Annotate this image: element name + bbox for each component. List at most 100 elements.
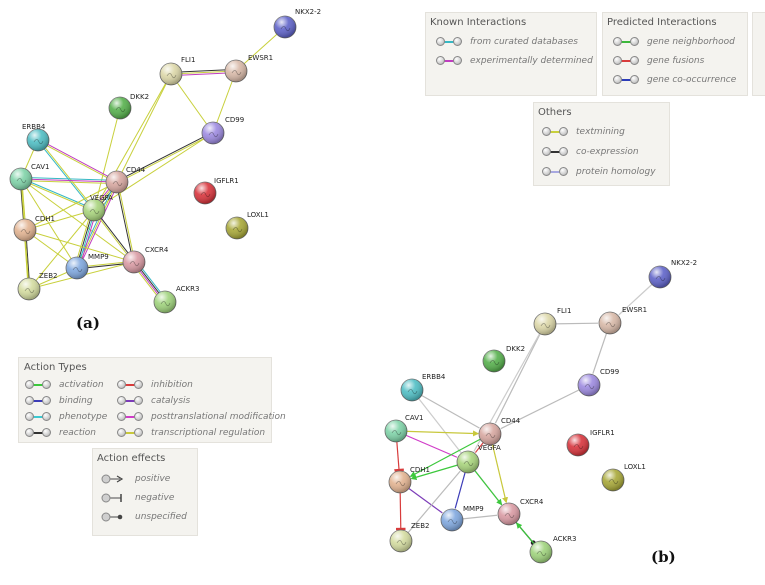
edge-swatch-icon: [542, 127, 568, 137]
edge-swatch-icon: [117, 380, 143, 390]
protein-structure-icon: [280, 26, 291, 32]
protein-structure-icon: [391, 430, 402, 436]
protein-node[interactable]: CAV1: [384, 414, 423, 443]
panel-b-caption: (b): [651, 548, 676, 566]
legend-item-label: phenotype: [59, 412, 108, 422]
network-edge: [38, 139, 96, 210]
legend-row: transcriptional regulation: [117, 426, 265, 440]
protein-node[interactable]: EWSR1: [224, 54, 273, 83]
edge-swatch-icon: [117, 396, 143, 406]
protein-label: EWSR1: [248, 54, 273, 62]
network-edge: [395, 430, 480, 437]
protein-node[interactable]: CXCR4: [122, 246, 169, 274]
protein-node[interactable]: ACKR3: [153, 285, 199, 314]
protein-structure-icon: [129, 261, 140, 267]
network-edge: [400, 470, 461, 542]
protein-label: ZEB2: [411, 522, 429, 530]
edge-swatch-icon: [25, 396, 51, 406]
protein-node[interactable]: CDH1: [388, 466, 430, 494]
legend-predicted-title: Predicted Interactions: [607, 17, 717, 28]
legend-item-label: activation: [59, 380, 104, 390]
protein-node-shine: [567, 434, 589, 456]
protein-node[interactable]: CDH1: [13, 215, 55, 242]
protein-node[interactable]: DKK2: [108, 93, 149, 120]
protein-node-shine: [10, 168, 32, 190]
network-b-edges: [394, 276, 661, 553]
protein-structure-icon: [489, 360, 500, 366]
protein-node-shine: [479, 423, 501, 445]
protein-structure-icon: [584, 384, 595, 390]
protein-node[interactable]: CD44: [105, 166, 146, 194]
legend-item-label: protein homology: [576, 167, 656, 177]
edge-swatch-icon: [542, 167, 568, 177]
protein-node[interactable]: CXCR4: [497, 498, 544, 526]
protein-structure-icon: [24, 288, 35, 294]
protein-label: ERBB4: [22, 123, 46, 131]
protein-node[interactable]: VEGFA: [82, 194, 113, 222]
legend-panel-edge: [752, 12, 765, 96]
protein-node-shine: [66, 257, 88, 279]
legend-predicted-interactions: Predicted Interactions gene neighborhood…: [602, 12, 748, 96]
panel-a-caption: (a): [76, 314, 100, 332]
legend-row: co-expression: [542, 145, 639, 159]
legend-item-label: binding: [59, 396, 93, 406]
protein-structure-icon: [536, 551, 547, 557]
protein-node[interactable]: MMP9: [440, 505, 484, 532]
protein-node[interactable]: FLI1: [159, 56, 195, 86]
protein-node[interactable]: ERBB4: [400, 373, 446, 402]
legend-row: catalysis: [117, 394, 190, 408]
protein-node[interactable]: LOXL1: [601, 463, 646, 492]
network-edge: [21, 176, 118, 181]
protein-label: CAV1: [31, 163, 49, 171]
protein-node[interactable]: NKX2-2: [648, 259, 697, 289]
network-edge: [36, 140, 94, 211]
legend-item-label: inhibition: [151, 380, 193, 390]
protein-node[interactable]: LOXL1: [225, 211, 269, 240]
protein-label: CXCR4: [520, 498, 544, 506]
protein-node[interactable]: MMP9: [65, 253, 109, 280]
protein-node[interactable]: ZEB2: [17, 272, 57, 301]
protein-structure-icon: [407, 389, 418, 395]
protein-structure-icon: [540, 323, 551, 329]
edge-swatch-icon: [542, 147, 568, 157]
protein-node[interactable]: CAV1: [9, 163, 49, 191]
legend-row: textmining: [542, 125, 625, 139]
protein-node[interactable]: FLI1: [533, 307, 571, 336]
protein-node[interactable]: CD99: [577, 368, 619, 397]
protein-node[interactable]: CD99: [201, 116, 244, 145]
protein-label: ACKR3: [176, 285, 199, 293]
protein-node-shine: [602, 469, 624, 491]
network-edge: [117, 181, 136, 262]
protein-node-shine: [160, 63, 182, 85]
legend-item-label: from curated databases: [470, 37, 578, 47]
network-edge: [20, 178, 118, 183]
protein-node[interactable]: IGFLR1: [193, 177, 239, 205]
protein-node-shine: [534, 313, 556, 335]
protein-label: CD44: [501, 417, 521, 425]
protein-node[interactable]: ZEB2: [389, 522, 429, 553]
network-edge: [489, 433, 508, 504]
legend-row: protein homology: [542, 165, 656, 179]
legend-action-types-title: Action Types: [24, 362, 87, 373]
protein-structure-icon: [160, 301, 171, 307]
legend-known-title: Known Interactions: [430, 17, 527, 28]
edge-swatch-icon: [25, 412, 51, 422]
network-edge: [116, 131, 213, 182]
protein-node[interactable]: ACKR3: [529, 535, 576, 564]
protein-node[interactable]: CD44: [478, 417, 521, 446]
protein-node-shine: [649, 266, 671, 288]
protein-label: CDH1: [410, 466, 430, 474]
protein-node[interactable]: NKX2-2: [273, 8, 321, 39]
protein-node-shine: [106, 171, 128, 193]
protein-node[interactable]: DKK2: [482, 345, 525, 373]
protein-structure-icon: [16, 178, 27, 184]
protein-structure-icon: [166, 73, 177, 79]
protein-node[interactable]: EWSR1: [598, 306, 647, 335]
protein-label: MMP9: [88, 253, 109, 261]
protein-node[interactable]: IGFLR1: [566, 429, 615, 457]
legend-item-label: transcriptional regulation: [151, 428, 266, 438]
protein-node[interactable]: VEGFA: [456, 444, 501, 474]
protein-node-shine: [385, 420, 407, 442]
protein-node[interactable]: ERBB4: [22, 123, 50, 152]
legend-item-label: gene neighborhood: [647, 37, 735, 47]
